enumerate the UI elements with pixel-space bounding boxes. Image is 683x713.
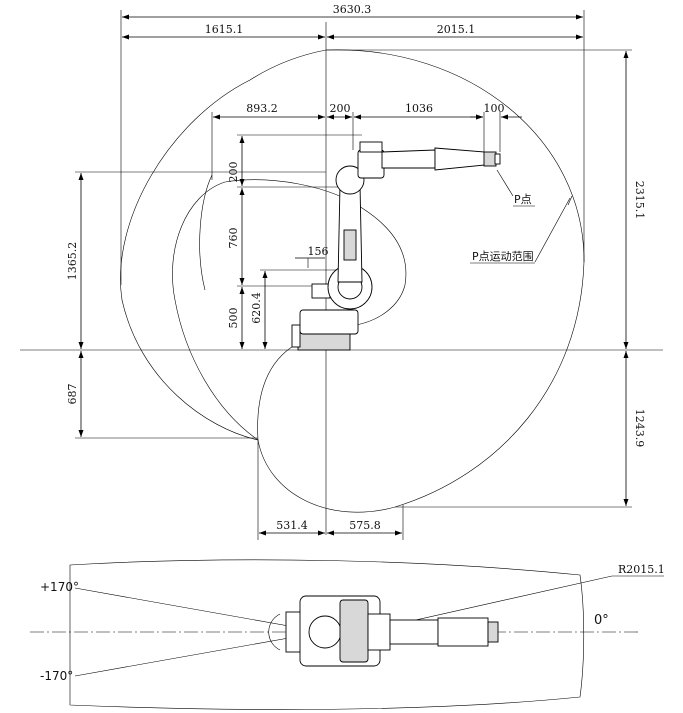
p-point-label: P点 [514, 193, 532, 206]
robot-flange [494, 153, 501, 165]
dim-1036: 1036 [405, 102, 433, 115]
ray-minus-170 [74, 635, 301, 677]
robot-top-forearm [437, 617, 489, 647]
inner-envelope-arc [199, 174, 213, 291]
robot-wrist [483, 151, 497, 167]
dim-1365: 1365.2 [66, 242, 79, 281]
robot-top-wrist [487, 621, 499, 643]
robot-joint-j3 [335, 165, 365, 195]
dim-h620: 620.4 [250, 292, 263, 324]
robot-top-arm [389, 619, 439, 645]
robot-top-illustration [285, 595, 499, 667]
dim-left-reach: 1615.1 [205, 23, 244, 36]
top-view: R2015.1 +170° -170° 0° [30, 559, 665, 710]
radius-leader [379, 575, 613, 629]
dim-100: 100 [484, 102, 505, 115]
dim-total-width: 3630.3 [333, 3, 372, 16]
p-range-leader [534, 197, 571, 263]
p-range-label: P点运动范围 [472, 249, 534, 263]
robot-lower-arm-cover [343, 229, 357, 261]
angle-minus-170-label: -170° [40, 669, 73, 683]
robot-top-shoulder [339, 599, 369, 663]
angle-zero-label: 0° [594, 613, 609, 628]
robot-base-connector [291, 324, 301, 348]
robot-j4-motor [359, 141, 383, 153]
ray-plus-170 [74, 587, 301, 629]
robot-motor-j1 [311, 283, 331, 299]
robot-upper-arm [381, 149, 436, 169]
p-range-tick [567, 195, 573, 206]
dim-h760: 760 [227, 228, 240, 249]
robot-forearm [434, 147, 486, 171]
dim-687: 687 [66, 384, 79, 405]
side-view: 3630.3 1615.1 2015.1 893.2 200 1036 100 … [20, 3, 663, 540]
robot-joint-j3-housing [357, 149, 385, 179]
dim-h200: 200 [227, 162, 240, 183]
dim-h500: 500 [227, 308, 240, 329]
rotation-arc [268, 613, 281, 651]
p-point-leader [496, 169, 514, 197]
top-envelope-outline [69, 559, 585, 710]
dim-200-top: 200 [330, 102, 351, 115]
dim-575: 575.8 [349, 519, 381, 532]
robot-side-illustration [291, 141, 501, 351]
robot-top-elbow [367, 613, 391, 651]
reach-envelope-outline [120, 49, 585, 513]
robot-base-plate [297, 331, 351, 351]
dim-1243: 1243.9 [633, 409, 646, 448]
dim-total-height: 2315.1 [633, 181, 646, 220]
dim-156: 156 [308, 245, 329, 258]
dim-531: 531.4 [276, 519, 308, 532]
radius-label: R2015.1 [618, 563, 665, 576]
angle-plus-170-label: +170° [40, 580, 79, 594]
dim-right-reach: 2015.1 [437, 23, 476, 36]
robot-base [299, 309, 359, 335]
dim-893: 893.2 [246, 102, 278, 115]
robot-top-j1 [308, 615, 342, 649]
inner-envelope-outline [172, 179, 407, 441]
